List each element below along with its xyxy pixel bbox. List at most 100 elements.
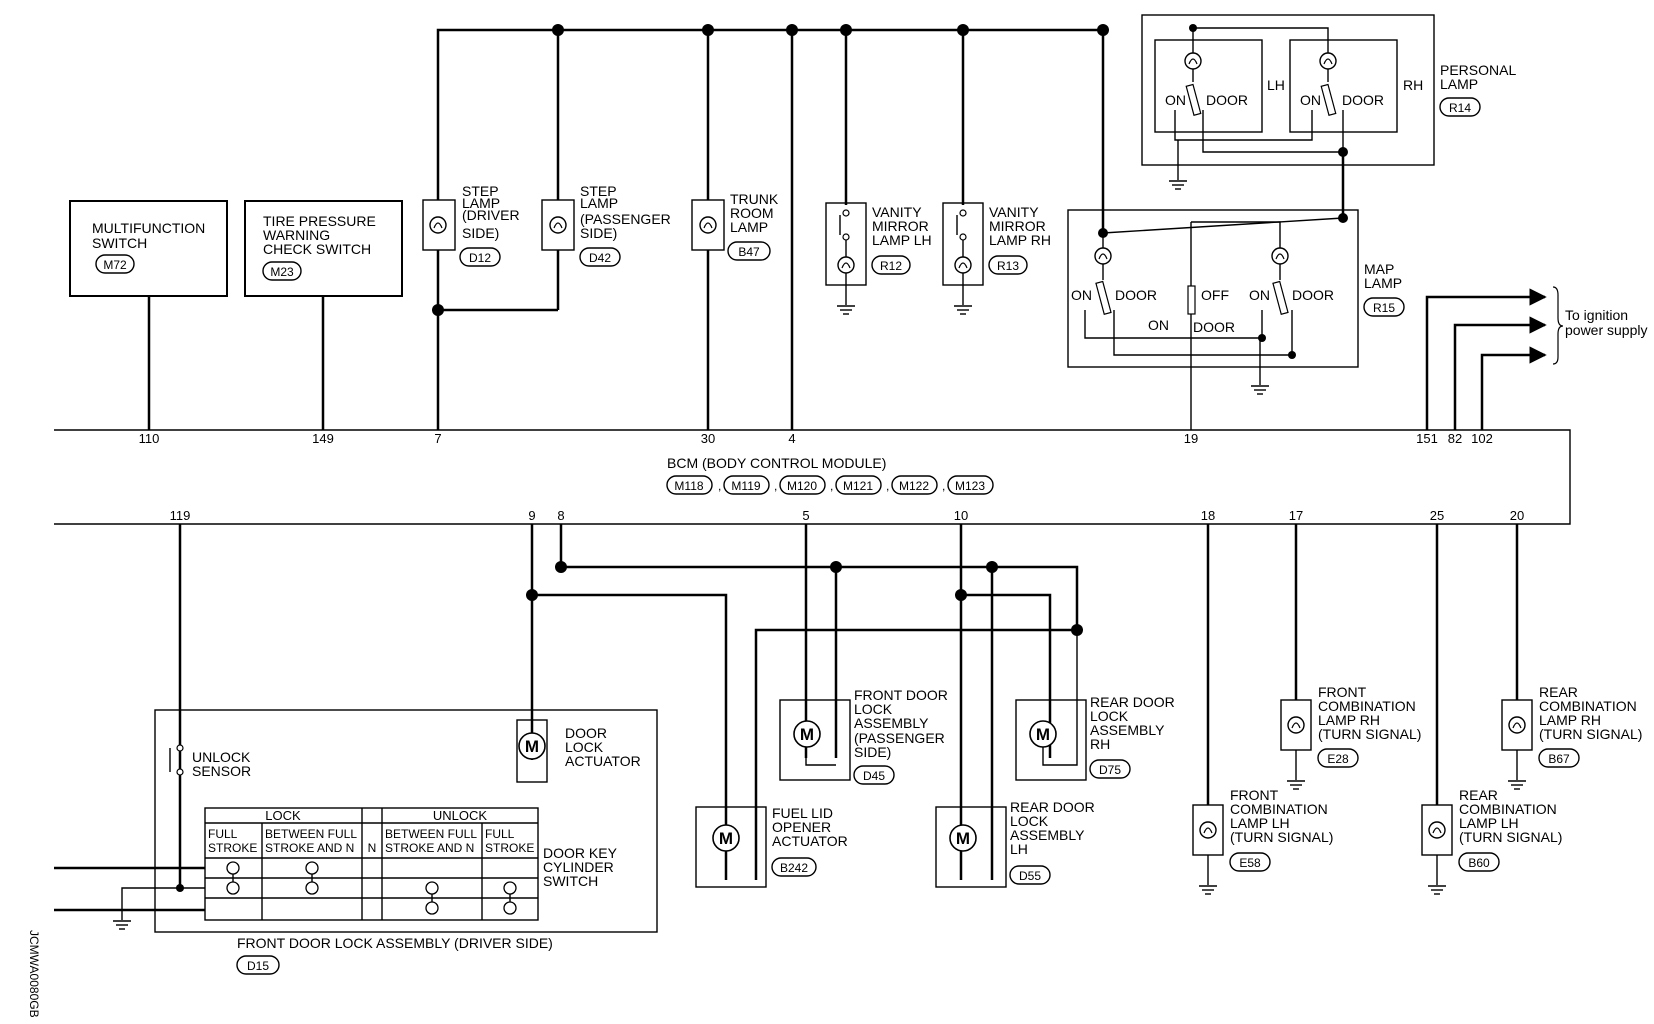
rcl-rh-label-4: (TURN SIGNAL): [1539, 726, 1642, 742]
rcl-lh-label-3: LAMP LH: [1459, 815, 1519, 831]
bcm-pin-7: 7: [434, 431, 441, 446]
kc-unlock: UNLOCK: [433, 808, 488, 823]
rcl-rh-label-2: COMBINATION: [1539, 698, 1637, 714]
connector-b242: B242: [780, 861, 808, 875]
rcl-lh-label-2: COMBINATION: [1459, 801, 1557, 817]
step-lamp-passenger-label-4: SIDE): [580, 225, 617, 241]
svg-text:,: ,: [942, 479, 945, 493]
dla-label-1: DOOR: [565, 725, 607, 741]
multifunction-switch-label-2: SWITCH: [92, 235, 147, 251]
bcm-pin-17: 17: [1289, 508, 1303, 523]
multifunction-switch: MULTIFUNCTION SWITCH M72: [69, 200, 228, 430]
bcm-pin-20: 20: [1510, 508, 1524, 523]
fdl-passenger-label-3: ASSEMBLY: [854, 715, 929, 731]
step-lamp-passenger-label-2: LAMP: [580, 195, 618, 211]
vanity-mirror-lamp-rh: VANITY MIRROR LAMP RH R13: [942, 202, 1051, 315]
rear-combination-lamp-lh: REAR COMBINATION LAMP LH (TURN SIGNAL) B…: [1421, 524, 1562, 895]
fuel-lid-opener: FUEL LID OPENER ACTUATOR B242: [695, 805, 848, 888]
bcm-pin-4: 4: [788, 431, 795, 446]
tire-pressure-label-3: CHECK SWITCH: [263, 241, 371, 257]
connector-d55: D55: [1019, 869, 1041, 883]
bcm-pin-102: 102: [1471, 431, 1493, 446]
personal-rh-label: RH: [1403, 77, 1423, 93]
front-combination-lamp-lh: FRONT COMBINATION LAMP LH (TURN SIGNAL) …: [1192, 524, 1333, 895]
fdl-driver-title: FRONT DOOR LOCK ASSEMBLY (DRIVER SIDE): [237, 935, 553, 951]
connector-r13: R13: [997, 259, 1019, 273]
connector-d15: D15: [247, 959, 269, 973]
rcl-lh-label-1: REAR: [1459, 787, 1498, 803]
connector-m123: M123: [955, 479, 985, 493]
fuel-lid-label-1: FUEL LID: [772, 805, 833, 821]
step-lamp-passenger-label-3: (PASSENGER: [580, 211, 671, 227]
connector-m118: M118: [674, 479, 703, 493]
fcl-rh-label-1: FRONT: [1318, 684, 1367, 700]
svg-text:,: ,: [886, 479, 889, 493]
fdl-passenger-label-2: LOCK: [854, 701, 893, 717]
step-lamp-passenger-label-1: STEP: [580, 183, 617, 199]
vanity-lh-label-2: MIRROR: [872, 218, 929, 234]
svg-text:,: ,: [830, 479, 833, 493]
connector-m23: M23: [270, 265, 294, 279]
connector-d12: D12: [469, 251, 491, 265]
kc-lock: LOCK: [265, 808, 301, 823]
bcm-title: BCM (BODY CONTROL MODULE): [667, 455, 886, 471]
connector-m119: M119: [731, 479, 760, 493]
map-door-2: DOOR: [1193, 319, 1235, 335]
kc-label-2: CYLINDER: [543, 859, 614, 875]
bcm-pin-110: 110: [139, 431, 160, 446]
bcm-pin-8: 8: [557, 508, 564, 523]
kc-label-1: DOOR KEY: [543, 845, 618, 861]
personal-lamp-label-2: LAMP: [1440, 76, 1478, 92]
personal-door-rh: DOOR: [1342, 92, 1384, 108]
connector-r15: R15: [1373, 301, 1395, 315]
tire-pressure-switch: TIRE PRESSURE WARNING CHECK SWITCH M23: [244, 200, 403, 430]
map-off: OFF: [1201, 287, 1229, 303]
kc-between-4: STROKE AND N: [385, 841, 474, 855]
connector-b47: B47: [738, 245, 760, 259]
connector-e28: E28: [1327, 752, 1349, 766]
personal-on-lh: ON: [1165, 92, 1186, 108]
connector-d45: D45: [863, 769, 885, 783]
bcm-pin-19: 19: [1184, 431, 1198, 446]
map-on-3: ON: [1249, 287, 1270, 303]
bcm-pin-10: 10: [954, 508, 968, 523]
connector-m120: M120: [787, 479, 817, 493]
kc-stroke-1: STROKE: [208, 841, 257, 855]
connector-m121: M121: [843, 479, 873, 493]
bcm-pin-18: 18: [1201, 508, 1215, 523]
ignition-note-2: power supply: [1565, 322, 1648, 338]
bcm-pin-82: 82: [1448, 431, 1462, 446]
unlock-sensor-label-1: UNLOCK: [192, 749, 251, 765]
connector-m72: M72: [103, 258, 127, 272]
bcm-pin-119: 119: [170, 508, 191, 523]
map-on-1: ON: [1071, 287, 1092, 303]
trunk-room-lamp: TRUNK ROOM LAMP B47: [691, 191, 779, 261]
personal-lamp: ON DOOR ON DOOR LH RH PERSONAL LAMP R14: [1141, 14, 1516, 190]
rear-door-lock-rh: REAR DOOR LOCK ASSEMBLY RH D75: [1015, 630, 1175, 781]
connector-b60: B60: [1468, 856, 1490, 870]
kc-between-1: BETWEEN FULL: [265, 827, 357, 841]
ignition-note-1: To ignition: [1565, 307, 1628, 323]
svg-text:,: ,: [774, 479, 777, 493]
bcm-pin-151: 151: [1416, 431, 1438, 446]
step-lamp-driver-label-3: (DRIVER: [462, 207, 520, 223]
bcm: 110 149 7 30 4 19 151 82 102 BCM (BODY C…: [54, 429, 1571, 525]
vanity-lh-label-3: LAMP LH: [872, 232, 932, 248]
fdl-passenger-label-5: SIDE): [854, 744, 891, 760]
figure-code: JCMWA0080GB: [27, 930, 41, 1018]
top-bus-wires: [432, 24, 1109, 430]
connector-r12: R12: [880, 259, 902, 273]
kc-full-1: FULL: [208, 827, 238, 841]
rdl-lh-label-2: LOCK: [1010, 813, 1049, 829]
rdl-lh-label-3: ASSEMBLY: [1010, 827, 1085, 843]
bcm-pin-9: 9: [528, 508, 535, 523]
personal-door-lh: DOOR: [1206, 92, 1248, 108]
fcl-rh-label-4: (TURN SIGNAL): [1318, 726, 1421, 742]
dla-label-2: LOCK: [565, 739, 604, 755]
kc-between-3: BETWEEN FULL: [385, 827, 477, 841]
map-door-3: DOOR: [1292, 287, 1334, 303]
rear-door-lock-lh: REAR DOOR LOCK ASSEMBLY LH D55: [935, 799, 1095, 888]
bcm-pin-5: 5: [802, 508, 809, 523]
fdl-passenger-label-1: FRONT DOOR: [854, 687, 948, 703]
bcm-pin-25: 25: [1430, 508, 1444, 523]
